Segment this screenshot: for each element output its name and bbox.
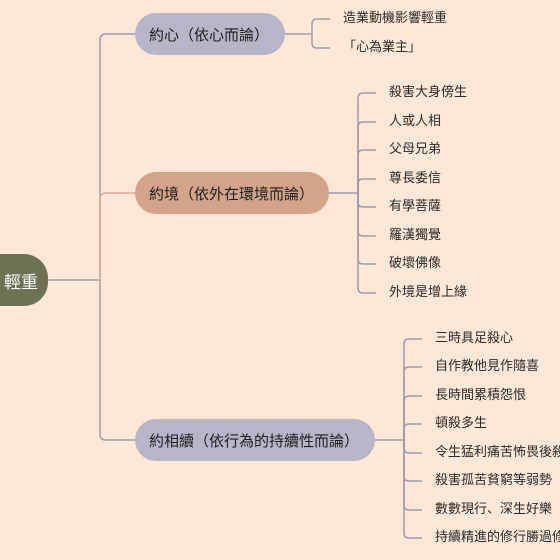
root-label: 輕重 xyxy=(4,272,38,293)
leaf-connector xyxy=(403,395,422,440)
root-node[interactable]: 輕重 xyxy=(0,254,48,306)
leaf-item[interactable]: 羅漢獨覺 xyxy=(389,228,442,243)
leaf-item[interactable]: 「心為業主」 xyxy=(343,40,422,55)
leaf-connector xyxy=(403,366,422,440)
leaf-connector xyxy=(357,178,376,193)
leaf-connector xyxy=(357,193,376,237)
branch-label: 約相續（依行為的持續性而論） xyxy=(149,431,360,450)
leaf-connector xyxy=(357,92,376,193)
leaf-item[interactable]: 尊長委信 xyxy=(389,171,442,186)
leaf-item[interactable]: 長時間累積怨恨 xyxy=(435,388,527,403)
leaf-item[interactable]: 自作教他見作隨喜 xyxy=(435,359,540,374)
branch-label: 約境（依外在環境而論） xyxy=(149,184,315,203)
leaf-connector xyxy=(403,440,422,539)
leaf-item[interactable]: 人或人相 xyxy=(389,114,442,129)
leaf-connector xyxy=(357,193,376,294)
leaf-item[interactable]: 父母兄弟 xyxy=(389,142,442,157)
leaf-item[interactable]: 外境是增上緣 xyxy=(389,285,468,300)
leaf-connector xyxy=(357,121,376,193)
leaf-item[interactable]: 破壞佛像 xyxy=(389,256,442,271)
leaf-connector xyxy=(311,34,330,49)
branch-connector xyxy=(99,33,135,280)
leaf-connector xyxy=(357,193,376,265)
leaf-item[interactable]: 殺害大身傍生 xyxy=(389,85,468,100)
leaf-connector xyxy=(403,440,422,482)
leaf-item[interactable]: 頓殺多生 xyxy=(435,416,488,431)
leaf-item[interactable]: 數數現行、深生好樂 xyxy=(435,502,553,517)
leaf-item[interactable]: 持續精進的修行勝過修 xyxy=(435,530,560,545)
leaf-connector xyxy=(357,149,376,193)
branch-mind[interactable]: 約心（依心而論） xyxy=(135,13,285,55)
branch-connector xyxy=(99,280,135,441)
leaf-connector xyxy=(403,440,422,511)
leaf-item[interactable]: 令生猛利痛苦怖畏後殺 xyxy=(435,445,560,460)
leaf-item[interactable]: 殺害孤苦貧窮等弱勢 xyxy=(435,473,553,488)
branch-environment[interactable]: 約境（依外在環境而論） xyxy=(135,172,329,214)
leaf-connector xyxy=(311,18,330,34)
branch-label: 約心（依心而論） xyxy=(149,25,270,44)
leaf-connector xyxy=(403,423,422,440)
branch-connector xyxy=(99,192,135,280)
leaf-item[interactable]: 造業動機影響輕重 xyxy=(343,11,448,26)
leaf-connector xyxy=(357,193,376,208)
leaf-item[interactable]: 有學菩薩 xyxy=(389,199,442,214)
leaf-item[interactable]: 三時具足殺心 xyxy=(435,331,514,346)
branch-continuity[interactable]: 約相續（依行為的持續性而論） xyxy=(135,419,375,461)
leaf-connector xyxy=(403,440,422,454)
leaf-connector xyxy=(403,338,422,440)
